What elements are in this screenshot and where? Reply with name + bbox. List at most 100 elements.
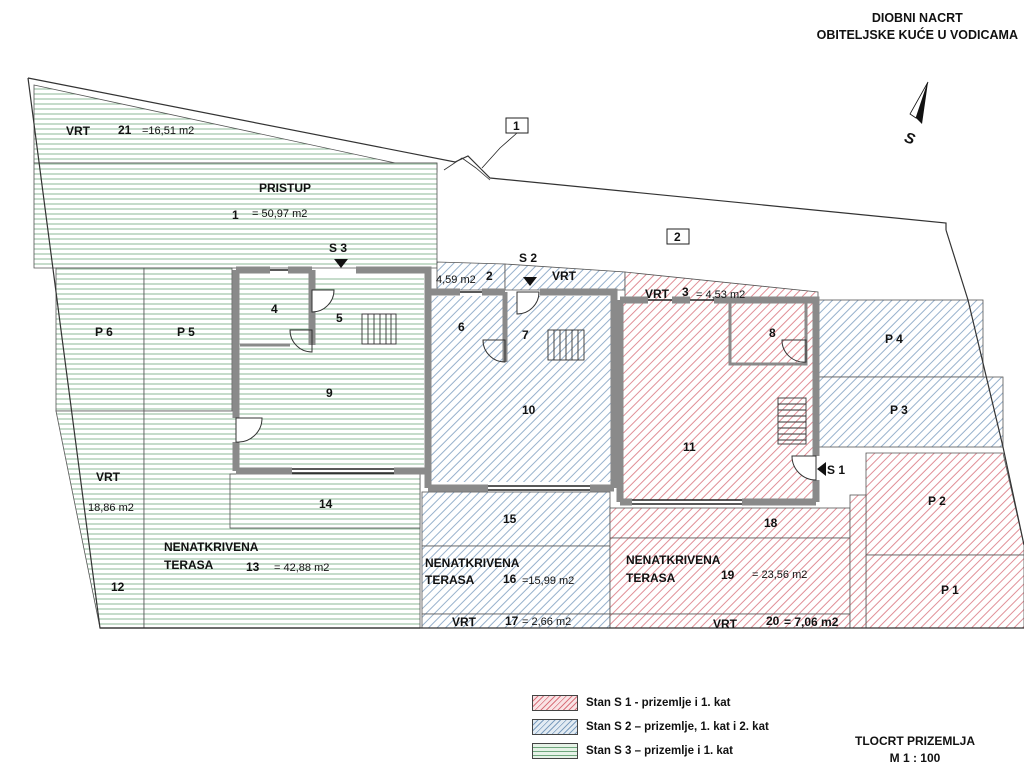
label-p2: P 2 bbox=[928, 494, 946, 508]
p1-area bbox=[865, 554, 1024, 629]
label-pristup: PRISTUP bbox=[259, 181, 311, 195]
label-p1: P 1 bbox=[941, 583, 959, 597]
p3-area bbox=[817, 376, 1004, 448]
room-4-number: 4 bbox=[271, 302, 278, 316]
label-vrt-s2: VRT bbox=[552, 269, 577, 283]
label-terrace-16-line1: NENATKRIVENA bbox=[425, 556, 520, 570]
entrance-s2-label: S 2 bbox=[519, 251, 537, 265]
windows bbox=[270, 269, 742, 505]
room-3-number: 3 bbox=[682, 285, 689, 299]
garden-21-area bbox=[33, 84, 438, 173]
legend-label-s3: Stan S 3 – prizemlje i 1. kat bbox=[586, 744, 734, 757]
doors bbox=[235, 289, 817, 481]
legend-item-s3: Stan S 3 – prizemlje i 1. kat bbox=[532, 742, 733, 759]
label-p5: P 5 bbox=[177, 325, 195, 339]
plot-marker-1: 1 bbox=[513, 119, 520, 133]
p4-area bbox=[817, 299, 984, 378]
room-18-area bbox=[609, 507, 851, 539]
north-arrow-label: S bbox=[902, 129, 917, 148]
room-18-number: 18 bbox=[764, 516, 778, 530]
drawing-scale: M 1 : 100 bbox=[889, 751, 941, 765]
room-5-area bbox=[314, 278, 424, 345]
entrance-s1-marker bbox=[817, 462, 826, 476]
stairs bbox=[361, 313, 807, 445]
room-21-number: 21 bbox=[118, 123, 132, 137]
label-p6: P 6 bbox=[95, 325, 113, 339]
terrace-19-area bbox=[609, 537, 851, 615]
area-13: = 42,88 m2 bbox=[274, 562, 329, 574]
label-p4: P 4 bbox=[885, 332, 903, 346]
building-walls bbox=[232, 266, 820, 506]
entrance-markers bbox=[334, 259, 826, 476]
area-21: =16,51 m2 bbox=[142, 125, 194, 137]
area-2: 4,59 m2 bbox=[436, 274, 476, 286]
room-14-area bbox=[229, 473, 421, 529]
area-12: 18,86 m2 bbox=[88, 502, 134, 514]
garden-12-area bbox=[55, 410, 145, 629]
legend-label-s2: Stan S 2 – prizemlje, 1. kat i 2. kat bbox=[586, 720, 769, 733]
plot-marker-1-leader bbox=[481, 132, 518, 169]
label-vrt-20: VRT bbox=[713, 617, 738, 631]
entrance-s1-label: S 1 bbox=[827, 463, 845, 477]
strip-s1-area bbox=[849, 494, 867, 629]
label-terrace-16-line2: TERASA bbox=[425, 573, 475, 587]
room-11-number: 11 bbox=[683, 440, 696, 454]
label-terrace-13-line1: NENATKRIVENA bbox=[164, 540, 259, 554]
area-3: = 4,53 m2 bbox=[696, 289, 745, 301]
room-15-area bbox=[421, 491, 611, 547]
north-arrow-icon bbox=[909, 81, 929, 124]
room-12-number: 12 bbox=[111, 580, 125, 594]
room-20-number: 20 bbox=[766, 614, 780, 628]
title-block: DIOBNI NACRT OBITELJSKE KUĆE U VODICAMA bbox=[817, 10, 1018, 44]
room-4-area bbox=[236, 278, 314, 345]
p5-area bbox=[143, 267, 233, 412]
title-line-2: OBITELJSKE KUĆE U VODICAMA bbox=[816, 28, 1018, 42]
title-line-1: DIOBNI NACRT bbox=[871, 11, 963, 25]
terrace-16-area bbox=[421, 545, 611, 615]
label-vrt-12: VRT bbox=[96, 470, 121, 484]
plot-boundary bbox=[27, 77, 1024, 629]
entrance-s3-label: S 3 bbox=[329, 241, 347, 255]
room-5-number: 5 bbox=[336, 311, 343, 325]
drawing-title: TLOCRT PRIZEMLJA bbox=[855, 734, 975, 748]
room-2-number: 2 bbox=[486, 269, 493, 283]
room-8-area bbox=[730, 310, 806, 364]
room-16-number: 16 bbox=[503, 572, 517, 586]
room-17-number: 17 bbox=[505, 614, 519, 628]
legend-item-s1: Stan S 1 - prizemlje i 1. kat bbox=[532, 694, 730, 711]
room-10-area bbox=[430, 362, 612, 482]
room-15-number: 15 bbox=[503, 512, 517, 526]
zone-s2 bbox=[421, 261, 1004, 629]
zone-s1 bbox=[609, 271, 1024, 629]
p6-area bbox=[55, 267, 145, 412]
label-vrt-21: VRT bbox=[66, 124, 91, 138]
label-vrt-17: VRT bbox=[452, 615, 477, 629]
room-19-number: 19 bbox=[721, 568, 735, 582]
entrance-s3-marker bbox=[334, 259, 348, 268]
drawing-info: TLOCRT PRIZEMLJA M 1 : 100 bbox=[836, 733, 994, 767]
label-terrace-19-line2: TERASA bbox=[626, 571, 676, 585]
plot-marker-2-box bbox=[666, 228, 690, 245]
area-20: = 7,06 m2 bbox=[784, 615, 839, 629]
plot-marker-2: 2 bbox=[674, 230, 681, 244]
area-17: = 2,66 m2 bbox=[522, 616, 571, 628]
room-6-number: 6 bbox=[458, 320, 465, 334]
legend-swatch-s1 bbox=[532, 694, 578, 711]
room-10-number: 10 bbox=[522, 403, 536, 417]
room-9-number: 9 bbox=[326, 386, 333, 400]
area-19: = 23,56 m2 bbox=[752, 569, 807, 581]
entrance-s2-marker bbox=[523, 277, 537, 286]
legend-swatch-s3 bbox=[532, 742, 578, 759]
label-terrace-13-line2: TERASA bbox=[164, 558, 214, 572]
room-6-area bbox=[430, 296, 502, 362]
label-p3: P 3 bbox=[890, 403, 908, 417]
area-16: =15,99 m2 bbox=[522, 575, 574, 587]
room-13-number: 13 bbox=[246, 560, 260, 574]
label-terrace-19-line1: NENATKRIVENA bbox=[626, 553, 721, 567]
room-1-number: 1 bbox=[232, 208, 239, 222]
plan-labels: VRT 21 =16,51 m2 PRISTUP 1 = 50,97 m2 S … bbox=[66, 119, 959, 631]
legend-item-s2: Stan S 2 – prizemlje, 1. kat i 2. kat bbox=[532, 718, 769, 735]
legend-label-s1: Stan S 1 - prizemlje i 1. kat bbox=[586, 696, 731, 709]
zone-s3 bbox=[33, 84, 438, 629]
